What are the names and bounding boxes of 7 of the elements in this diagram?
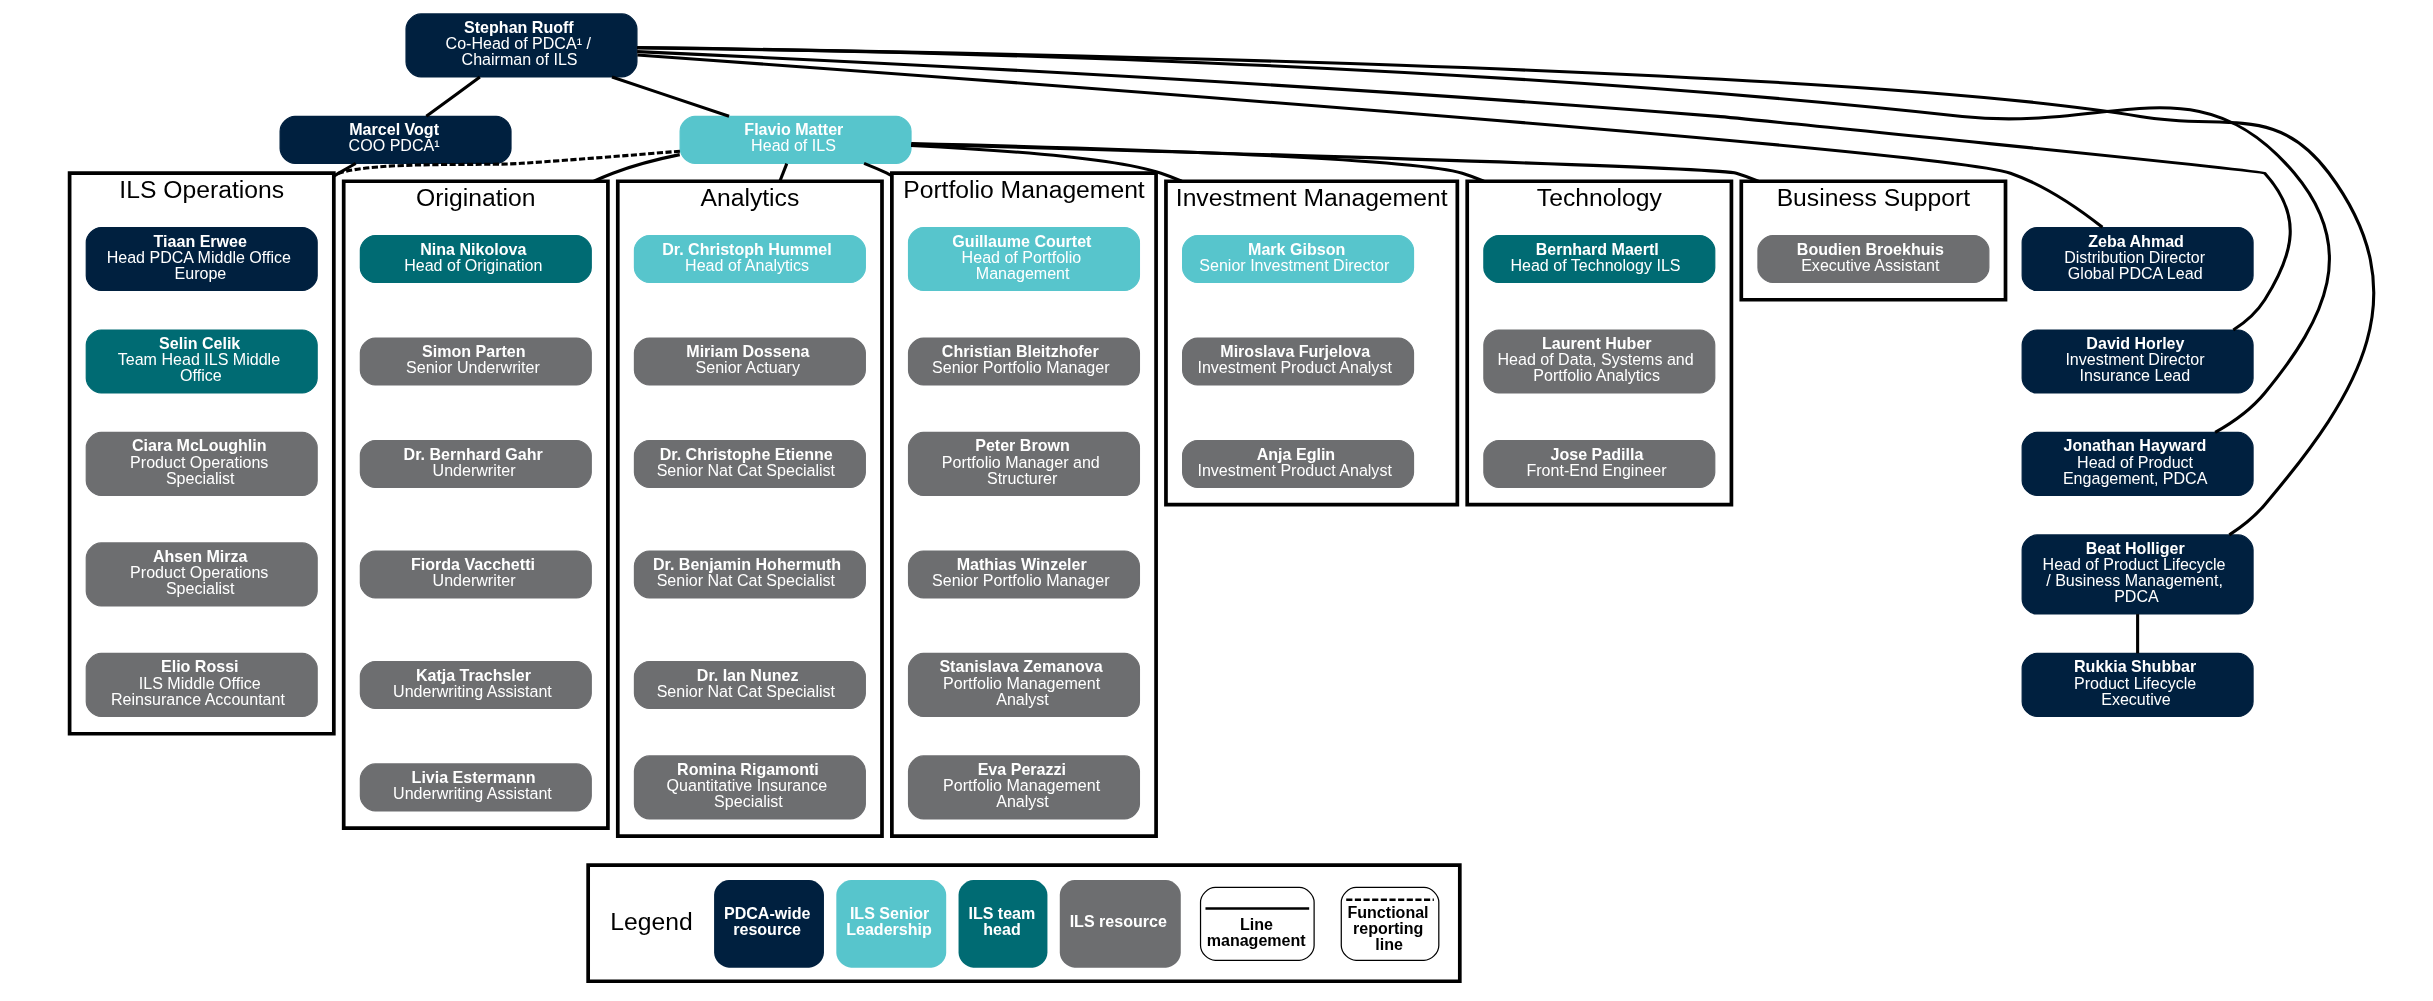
- legend-label: Line management: [1206, 914, 1306, 949]
- legend-label: ILS team head: [967, 903, 1035, 938]
- legend-label: ILS Senior Leadership: [845, 903, 932, 938]
- label: Legend: [609, 907, 693, 935]
- legend-label: Functional reporting line: [1346, 902, 1429, 953]
- legend-label: PDCA-wide resource: [723, 903, 810, 938]
- legend-label: ILS resource: [1069, 911, 1167, 930]
